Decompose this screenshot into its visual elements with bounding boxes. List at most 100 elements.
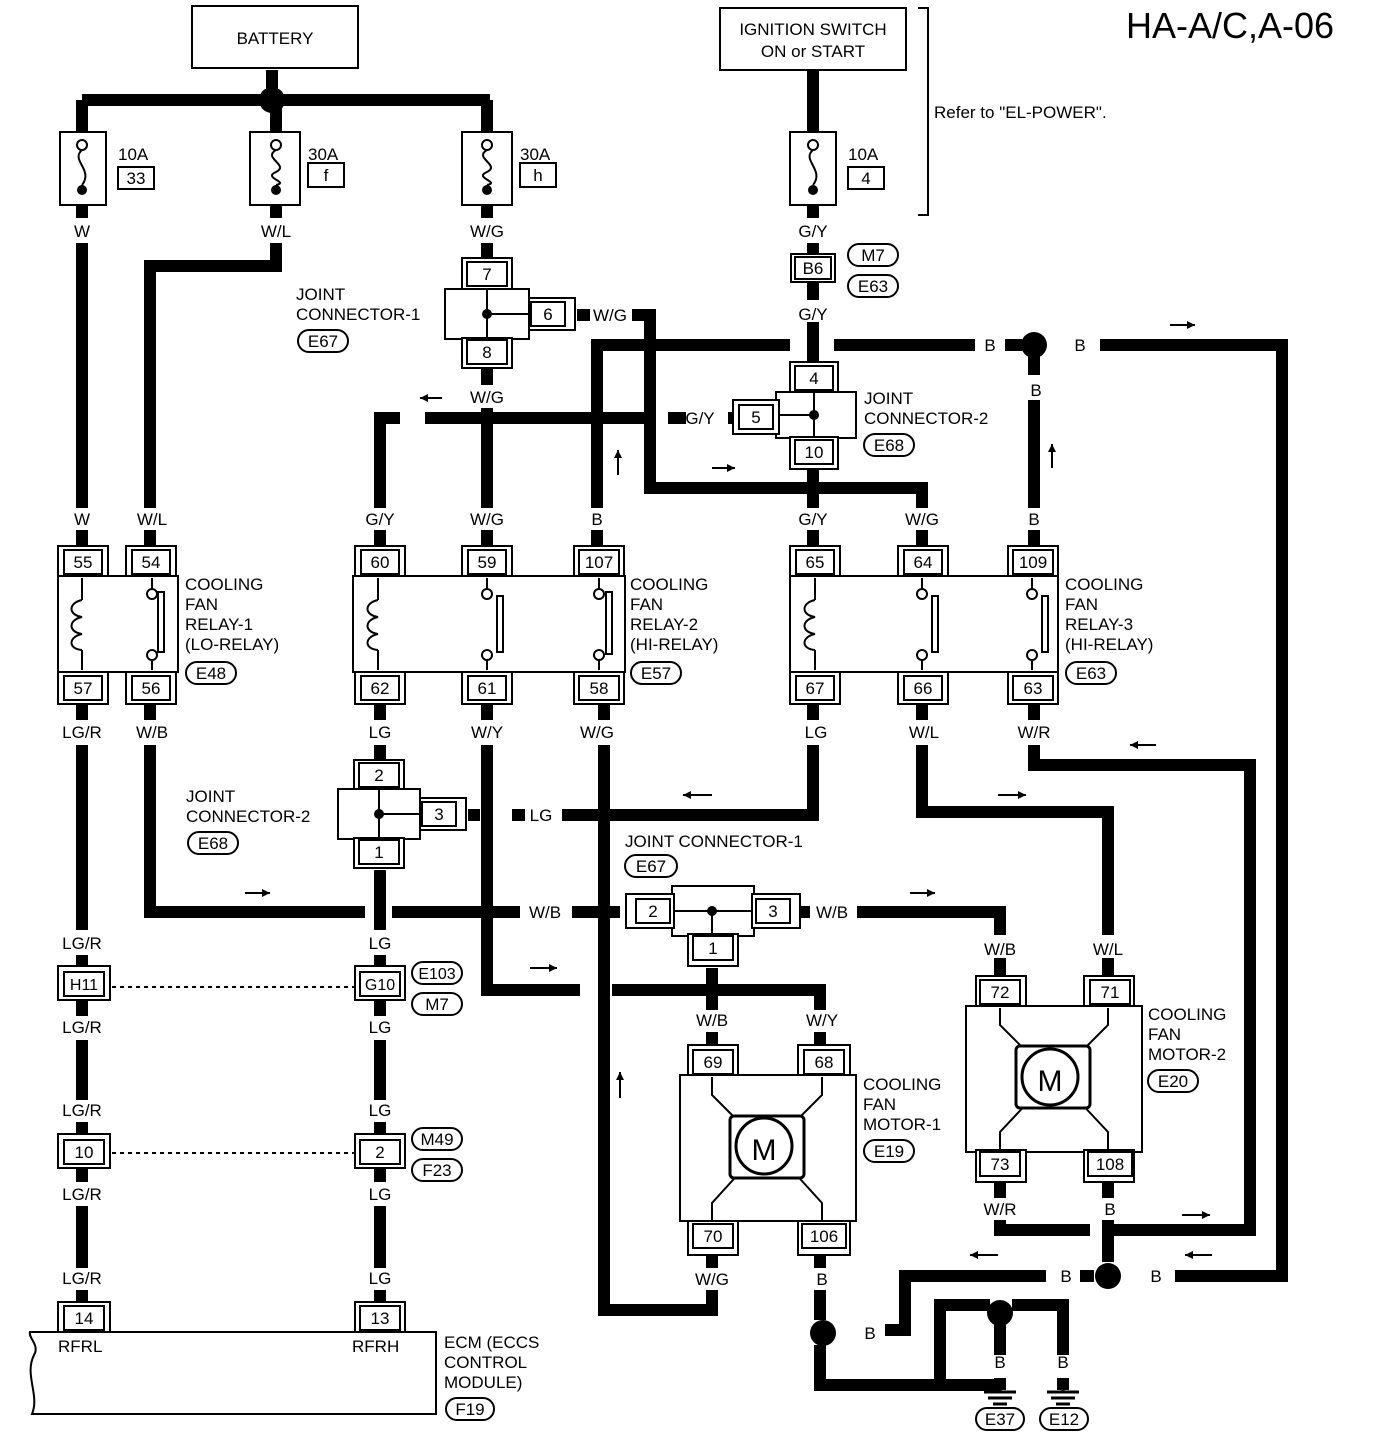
svg-text:60: 60: [371, 553, 390, 572]
svg-text:4: 4: [809, 369, 818, 388]
wire-label: W/L: [909, 723, 939, 742]
motor-label: MOTOR-2: [1148, 1045, 1226, 1064]
connector-code: E63: [1076, 664, 1106, 683]
svg-text:63: 63: [1024, 679, 1043, 698]
relay-contact-icon: [931, 595, 939, 653]
wire-label: LG/R: [62, 934, 102, 953]
wire-label: W/B: [984, 940, 1016, 959]
connector-code: M7: [425, 995, 449, 1014]
ground-icon: [984, 1388, 1016, 1406]
fuse-rating: 30A: [308, 145, 339, 164]
svg-text:7: 7: [482, 265, 491, 284]
wire-label: B: [816, 1270, 827, 1289]
wire-label: W/Y: [806, 1011, 838, 1030]
wire-label: B: [994, 1353, 1005, 1372]
wire-label: W: [74, 222, 90, 241]
ground-code: E12: [1049, 1410, 1079, 1429]
wire-label: B: [1028, 510, 1039, 529]
svg-text:G10: G10: [365, 977, 395, 994]
fuse-number: f: [324, 166, 329, 185]
ecm-pin-label: RFRL: [58, 1337, 102, 1356]
connector-code: E67: [636, 857, 666, 876]
motor-label: COOLING: [863, 1075, 941, 1094]
svg-text:M: M: [752, 1134, 777, 1167]
svg-text:2: 2: [374, 766, 383, 785]
connector-code: E48: [196, 664, 226, 683]
connector-code: E68: [874, 436, 904, 455]
wire-label: B: [1057, 1353, 1068, 1372]
wire-label: LG: [369, 1018, 392, 1037]
connector-code: E19: [874, 1142, 904, 1161]
svg-text:H11: H11: [70, 977, 98, 994]
relay-label: FAN: [185, 595, 218, 614]
arrow-right-icon: [1018, 791, 1026, 799]
junction-dots: [259, 87, 1121, 1346]
arrow-up-icon: [616, 1072, 624, 1080]
svg-text:3: 3: [768, 902, 777, 921]
ground-e37: E37: [975, 1388, 1025, 1431]
relay-label: COOLING: [630, 575, 708, 594]
ground-e12: E12: [1039, 1388, 1089, 1431]
fuse-4: 10A 4: [789, 131, 885, 206]
wire-label: B: [1150, 1267, 1161, 1286]
reference-note: Refer to "EL-POWER".: [934, 103, 1107, 122]
svg-text:62: 62: [371, 679, 390, 698]
joint-connector-2-top: 4 5 10 JOINT CONNECTOR-2 E68: [732, 361, 988, 470]
joint-connector-label: CONNECTOR-2: [864, 409, 988, 428]
joint-connector-1-mid: JOINT CONNECTOR-1 E67 2 3 1: [624, 832, 803, 967]
wire-label: W/B: [529, 903, 561, 922]
arrow-left-icon: [1130, 741, 1138, 749]
wire-label: B: [1074, 336, 1085, 355]
fuse-f: 30A f: [249, 131, 345, 206]
arrow-right-icon: [727, 464, 735, 472]
wire-label: W/G: [470, 388, 504, 407]
arrow-right-icon: [927, 889, 935, 897]
wire-label: B: [1104, 1200, 1115, 1219]
svg-text:5: 5: [751, 408, 760, 427]
svg-text:61: 61: [478, 679, 497, 698]
connector-code: E63: [858, 277, 888, 296]
page-title: HA-A/C,A-06: [1126, 5, 1334, 46]
ground-icon: [1047, 1388, 1079, 1406]
fuse-number: h: [533, 166, 542, 185]
wire-label: LG: [805, 723, 828, 742]
svg-text:10: 10: [805, 443, 824, 462]
wire-label: LG: [530, 806, 553, 825]
joint-connector-label: JOINT CONNECTOR-1: [625, 832, 803, 851]
svg-text:56: 56: [142, 679, 161, 698]
joint-connector-label: JOINT: [186, 787, 235, 806]
arrow-left-icon: [683, 791, 691, 799]
svg-text:10: 10: [75, 1143, 94, 1162]
wire-label: B: [1030, 381, 1041, 400]
connector-10: 10: [57, 1133, 111, 1169]
ecm-module: 14 13 RFRL RFRH ECM (ECCS CONTROL MODULE…: [28, 1301, 539, 1421]
motor-label: FAN: [863, 1095, 896, 1114]
wire-label: W/B: [816, 903, 848, 922]
wire-label: LG: [369, 1101, 392, 1120]
svg-text:B6: B6: [803, 259, 824, 278]
arrow-left-icon: [420, 394, 428, 402]
wire-label: W/G: [905, 510, 939, 529]
relay-contact-icon: [496, 595, 504, 653]
relay-coil-icon: [70, 599, 83, 651]
arrow-right-icon: [1202, 1211, 1210, 1219]
fuse-number: 4: [861, 169, 870, 188]
wire-label: W/G: [580, 723, 614, 742]
fuse-33: 10A 33: [59, 131, 155, 206]
relay-label: RELAY-3: [1065, 615, 1133, 634]
connector-code: E68: [198, 834, 228, 853]
connector-h11: H11: [57, 965, 111, 1001]
motor-label: MOTOR-1: [863, 1115, 941, 1134]
wire-label: LG/R: [62, 723, 102, 742]
relay-coil-icon: [366, 599, 379, 651]
svg-text:68: 68: [815, 1053, 834, 1072]
wire-label: W/G: [695, 1270, 729, 1289]
arrow-right-icon: [549, 964, 557, 972]
ecm-label: CONTROL: [444, 1353, 527, 1372]
cooling-fan-relay-3: 65 64 109 67 66 63 COOLING FAN RELAY-3 (…: [789, 545, 1153, 705]
relay-contact-icon: [605, 591, 613, 655]
arrow-up-icon: [1048, 444, 1056, 452]
svg-text:13: 13: [371, 1309, 390, 1328]
svg-text:107: 107: [585, 553, 613, 572]
wire-label: LG/R: [62, 1185, 102, 1204]
